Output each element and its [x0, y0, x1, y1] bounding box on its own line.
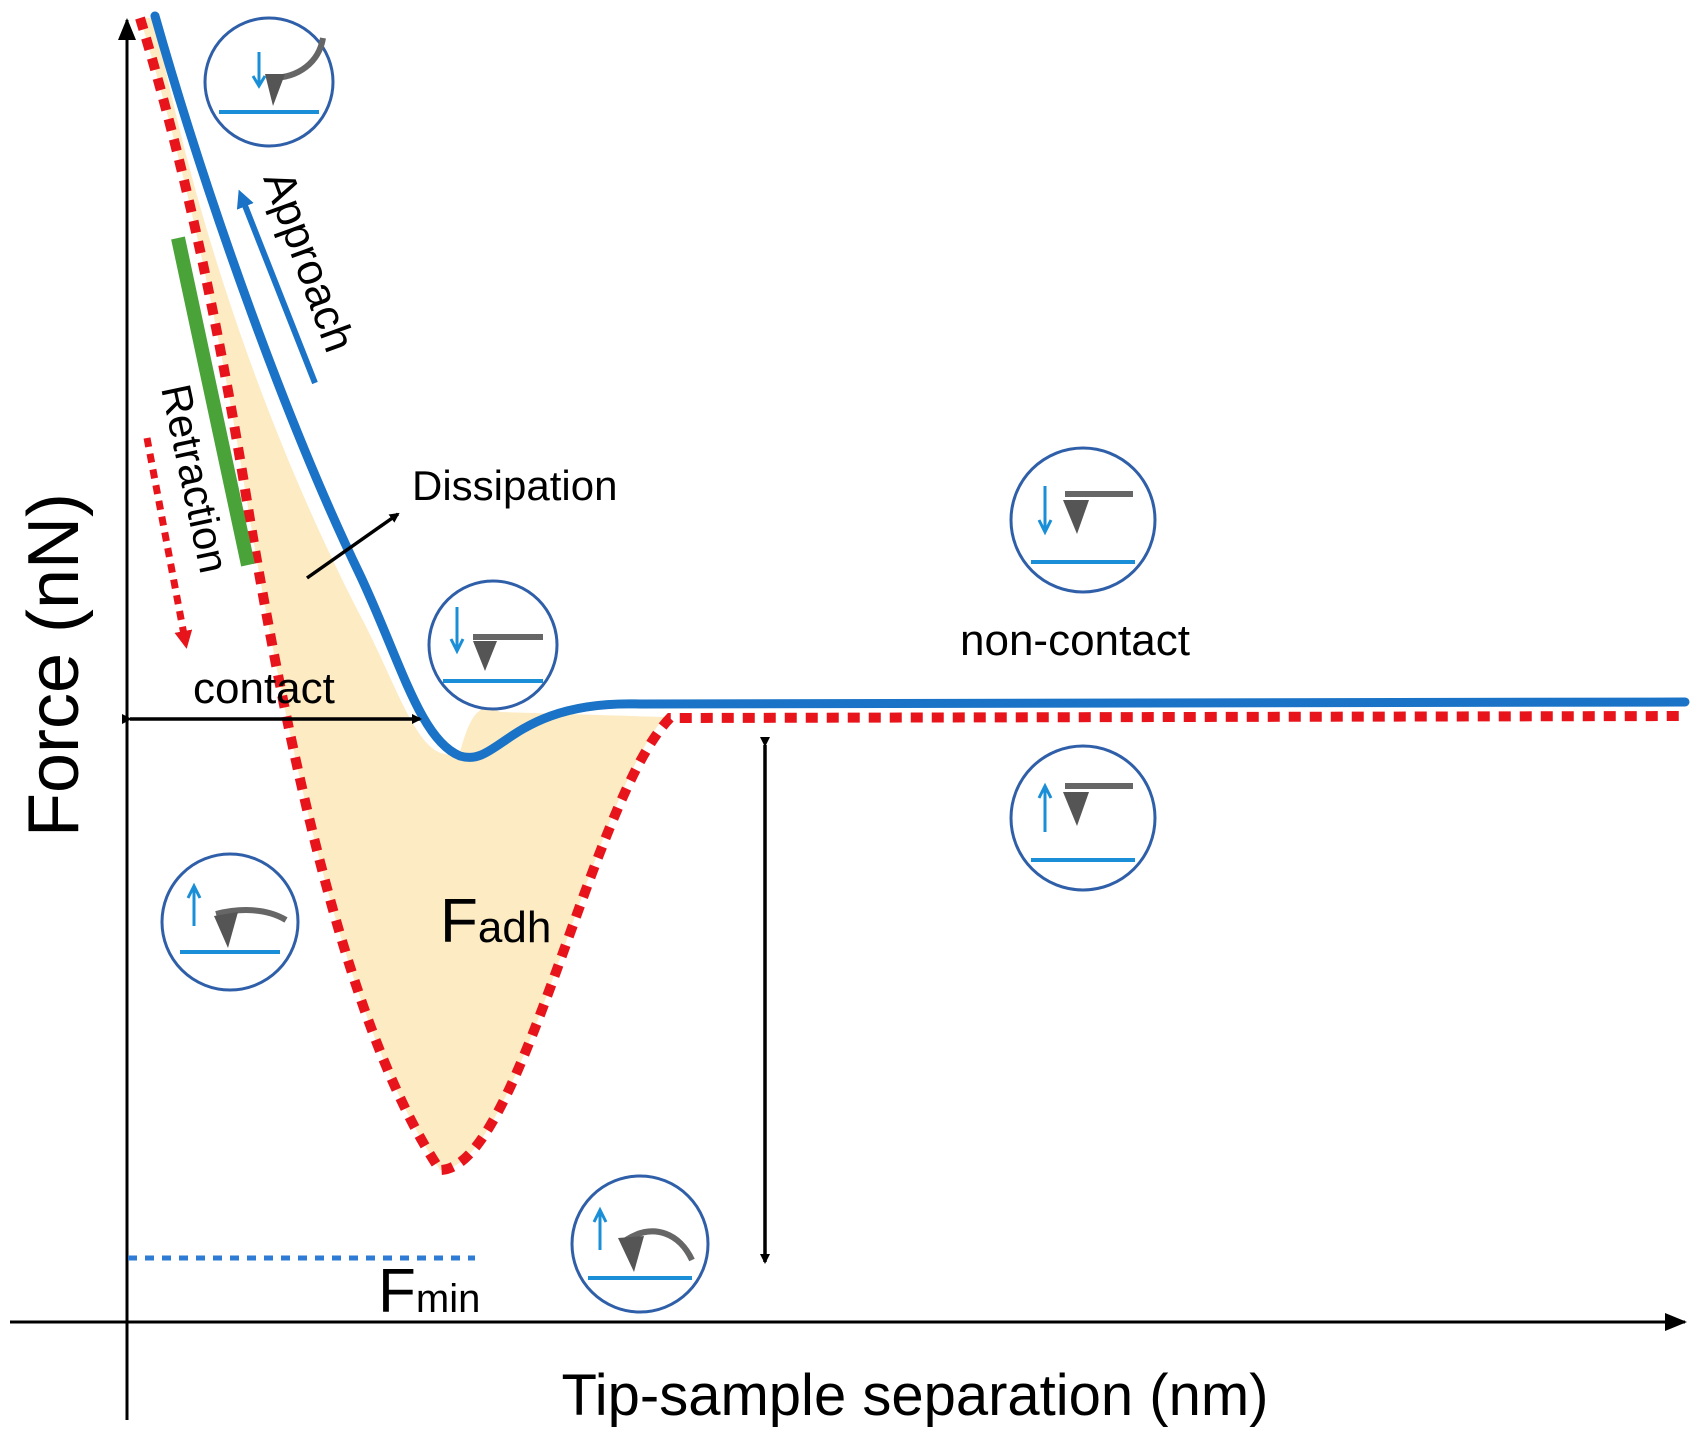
green-slope-segment	[171, 236, 255, 567]
tip-approach-noncontact-icon	[1009, 446, 1157, 594]
x-axis-label: Tip-sample separation (nm)	[562, 1363, 1269, 1428]
tip-retract-contact-icon	[160, 852, 300, 992]
tip-retract-adhesion-icon	[570, 1174, 710, 1314]
f-adh-label: Fadh	[440, 887, 551, 956]
approach-curve	[150, 11, 1690, 762]
f-min-label: Fmin	[378, 1257, 480, 1326]
dissipation-label: Dissipation	[412, 462, 617, 509]
tip-approach-snap-icon	[427, 579, 559, 711]
dissipation-pointer	[305, 512, 400, 580]
tip-retract-noncontact-icon	[1009, 744, 1157, 892]
retraction-arrow	[143, 437, 193, 649]
non-contact-label: non-contact	[960, 616, 1190, 665]
y-axis-label: Force (nN)	[14, 493, 94, 837]
approach-arrow	[236, 189, 318, 385]
tip-approach-contact-icon	[203, 16, 335, 148]
dissipation-area	[140, 18, 665, 1170]
contact-label: contact	[193, 664, 335, 713]
